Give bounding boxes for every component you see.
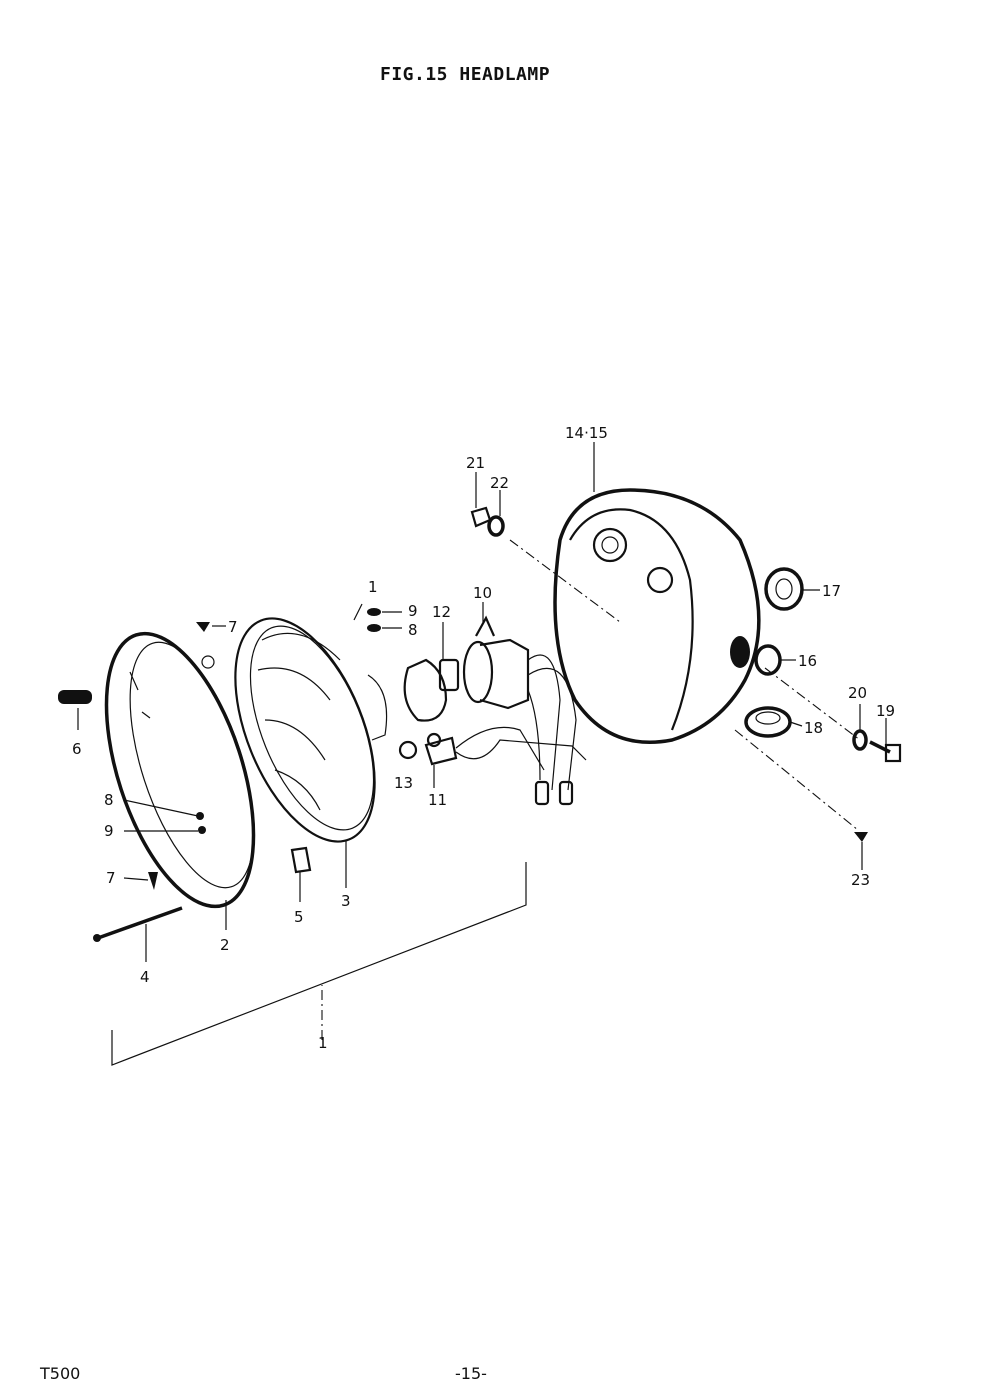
- grommet-part-18: [744, 706, 792, 738]
- callout-21: 21: [466, 454, 485, 472]
- adjust-bracket: [290, 846, 312, 874]
- headlamp-shell: [553, 488, 761, 744]
- callout-7-left: 7: [106, 869, 116, 887]
- callout-22: 22: [490, 474, 509, 492]
- headlamp-bulb: [403, 658, 460, 722]
- callout-3: 3: [341, 892, 351, 910]
- callout-18: 18: [804, 719, 823, 737]
- assembly-axis-lines: [321, 539, 861, 1040]
- washer-part-8-9: [367, 608, 381, 632]
- pilot-socket: [424, 732, 458, 766]
- model-label: T500: [40, 1364, 81, 1383]
- callout-8-top: 8: [408, 621, 418, 639]
- callout-9-left: 9: [104, 822, 114, 840]
- callout-16: 16: [798, 652, 817, 670]
- callout-4: 4: [140, 968, 150, 986]
- page-number: -15-: [455, 1364, 487, 1383]
- rim-screw: [93, 906, 183, 942]
- headlamp-rim: [104, 631, 256, 909]
- callout-8-left: 8: [104, 791, 114, 809]
- bulb-socket: [462, 615, 530, 710]
- callout-19: 19: [876, 702, 895, 720]
- callout-5: 5: [294, 908, 304, 926]
- callout-11: 11: [428, 791, 447, 809]
- callout-13: 13: [394, 774, 413, 792]
- callout-6: 6: [72, 740, 82, 758]
- callout-12: 12: [432, 603, 451, 621]
- page-title: FIG.15 HEADLAMP: [380, 64, 551, 85]
- callout-1-top: 1: [368, 578, 378, 596]
- screw-part-7: [148, 622, 210, 890]
- callout-9-top: 9: [408, 602, 418, 620]
- leader-lines: [77, 442, 887, 962]
- callout-10: 10: [473, 584, 492, 602]
- pilot-bulb: [398, 740, 418, 760]
- callout-17: 17: [822, 582, 841, 600]
- wiring-harness: [455, 654, 587, 806]
- callout-20: 20: [848, 684, 867, 702]
- mounting-washer: [852, 729, 868, 751]
- screw-part-23: [854, 832, 868, 842]
- mounting-nut: [470, 506, 492, 528]
- assembly-bracket: [111, 862, 527, 1066]
- sealed-beam-unit: [234, 617, 388, 843]
- callout-2: 2: [220, 936, 230, 954]
- nut-washer: [487, 515, 505, 537]
- callout-1: 1: [318, 1034, 328, 1052]
- callout-7-top: 7: [228, 618, 238, 636]
- mounting-bolt: [869, 740, 902, 763]
- callout-14-15: 14·15: [565, 424, 608, 442]
- grommet-part-17: [764, 567, 804, 611]
- rubber-part: [58, 690, 92, 704]
- callout-23: 23: [851, 871, 870, 889]
